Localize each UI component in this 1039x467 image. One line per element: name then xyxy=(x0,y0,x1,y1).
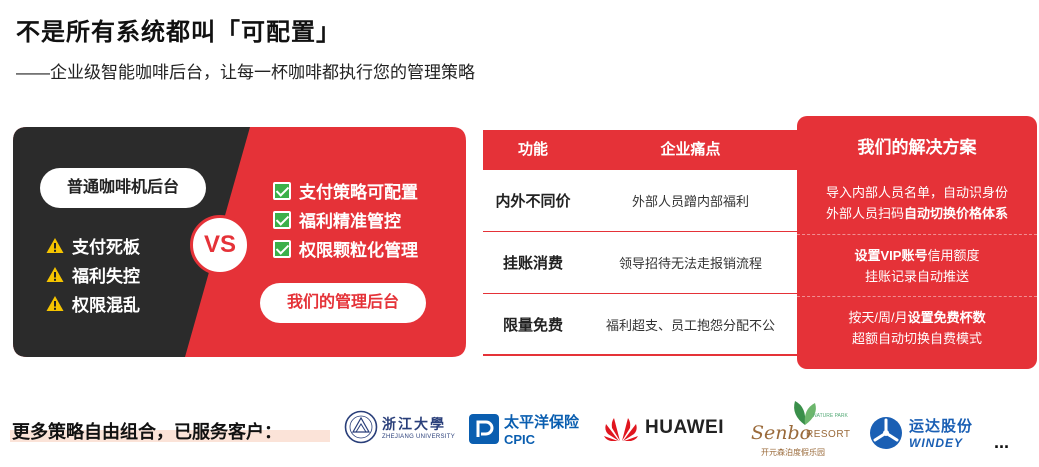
logo-subtext: RESORT xyxy=(806,429,851,440)
solution-highlight: 设置VIP账号 xyxy=(854,247,928,263)
logo-text: 浙江大學 xyxy=(382,417,446,433)
solution-text: 外部人员扫码 xyxy=(825,206,904,221)
pain-cell: 领导招待无法走报销流程 xyxy=(618,256,762,271)
solution-highlight: 设置免费杯数 xyxy=(907,309,986,325)
page-subtitle: ——企业级智能咖啡后台，让每一杯咖啡都执行您的管理策略 xyxy=(16,63,475,82)
pain-cell: 福利超支、员工抱怨分配不公 xyxy=(605,317,775,333)
feature-cell: 内外不同价 xyxy=(495,193,571,210)
list-item: 福利失控 xyxy=(46,260,140,289)
logo-subtext: WINDEY xyxy=(909,436,963,450)
solution-line: 超额自动切换自费模式 xyxy=(851,330,982,346)
page-title: 不是所有系统都叫「可配置」 xyxy=(16,19,341,46)
cpic-wordmark: 太平洋保险 CPIC xyxy=(504,411,579,447)
windey-logo: 运达股份 WINDEY xyxy=(869,415,973,450)
table-row: 内外不同价 外部人员蹭内部福利 xyxy=(483,170,798,232)
solution-cell: 按天/周/月设置免费杯数 超额自动切换自费模式 xyxy=(797,296,1037,358)
logo-text: 太平洋保险 xyxy=(504,414,580,431)
feature-text: 福利精准管控 xyxy=(299,212,401,231)
logo-text: HUAWEI xyxy=(645,417,724,438)
solution-title: 我们的解决方案 xyxy=(857,138,977,157)
list-item: 福利精准管控 xyxy=(273,205,418,234)
windey-emblem-icon xyxy=(870,416,902,449)
logo-subtext: NATURE PARK xyxy=(813,413,848,419)
solution-line: 设置VIP账号信用额度 xyxy=(855,245,980,266)
list-item: 支付死板 xyxy=(46,231,140,260)
feature-cell: 挂账消费 xyxy=(502,255,563,272)
table-header: 功能 企业痛点 xyxy=(483,130,798,170)
feature-table: 功能 企业痛点 内外不同价 外部人员蹭内部福利 挂账消费 领导招待无法走报销流程… xyxy=(483,130,798,356)
label-highlight xyxy=(10,430,330,442)
solution-line: 外部人员扫码自动切换价格体系 xyxy=(826,203,1008,224)
solution-column: 我们的解决方案 导入内部人员名单，自动识身份 外部人员扫码自动切换价格体系 设置… xyxy=(797,116,1037,369)
list-item: 权限颗粒化管理 xyxy=(273,234,418,263)
checkmark-icon xyxy=(273,181,291,200)
cpic-emblem-icon xyxy=(469,414,499,444)
list-item: 权限混乱 xyxy=(46,289,140,318)
huawei-flower-icon xyxy=(604,418,638,441)
solution-text: 信用额度 xyxy=(927,247,980,263)
warning-icon xyxy=(46,296,64,311)
clients-label: 更多策略自由组合，已服务客户： xyxy=(12,422,282,442)
checkmark-icon xyxy=(273,210,291,229)
warning-icon xyxy=(46,267,64,282)
logo-subtext: CPIC xyxy=(504,432,536,447)
logo-text: 运达股份 xyxy=(909,418,974,435)
solution-highlight: 自动切换价格体系 xyxy=(904,206,1009,221)
problem-text: 权限混乱 xyxy=(72,296,140,315)
university-seal-icon xyxy=(344,410,378,444)
solution-line: 挂账记录自动推送 xyxy=(864,268,969,284)
checkmark-icon xyxy=(273,239,291,258)
zhejiang-university-logo: 浙江大學 ZHEJIANG UNIVERSITY xyxy=(344,410,455,444)
windey-wordmark: 运达股份 WINDEY xyxy=(909,415,973,450)
feature-text: 权限颗粒化管理 xyxy=(299,241,418,260)
warning-icon xyxy=(46,238,64,253)
our-backend-label: 我们的管理后台 xyxy=(260,283,426,323)
list-item: 支付策略可配置 xyxy=(273,176,418,205)
logo-text: Senbo xyxy=(751,422,812,444)
solution-cell: 导入内部人员名单，自动识身份 外部人员扫码自动切换价格体系 xyxy=(797,172,1037,234)
compare-panel: 普通咖啡机后台 支付死板 福利失控 权限混乱 VS 支付策略可配置 福利精准管控… xyxy=(13,127,466,357)
leaf-icon xyxy=(794,401,816,425)
senbo-resort-logo: NATURE PARK Senbo RESORT 开元森泊度假乐园 xyxy=(751,397,855,461)
huawei-logo: HUAWEI xyxy=(603,414,724,442)
our-features-list: 支付策略可配置 福利精准管控 权限颗粒化管理 xyxy=(273,176,418,263)
feature-cell: 限量免费 xyxy=(502,316,563,334)
column-header-pain: 企业痛点 xyxy=(660,141,721,158)
table-row: 限量免费 福利超支、员工抱怨分配不公 xyxy=(483,294,798,356)
logo-subtext: 开元森泊度假乐园 xyxy=(761,448,825,457)
feature-text: 支付策略可配置 xyxy=(299,183,418,202)
more-clients-ellipsis: ... xyxy=(994,432,1010,452)
ordinary-backend-label: 普通咖啡机后台 xyxy=(40,168,206,208)
university-wordmark: 浙江大學 ZHEJIANG UNIVERSITY xyxy=(382,414,455,440)
vs-badge: VS xyxy=(190,215,250,275)
solution-text: 按天/周/月 xyxy=(848,309,908,325)
column-header-feature: 功能 xyxy=(517,141,548,158)
pain-cell: 外部人员蹭内部福利 xyxy=(631,194,749,209)
solution-line: 按天/周/月设置免费杯数 xyxy=(848,307,985,328)
solution-line: 导入内部人员名单，自动识身份 xyxy=(825,185,1008,200)
solution-cell: 设置VIP账号信用额度 挂账记录自动推送 xyxy=(797,234,1037,296)
problem-text: 支付死板 xyxy=(72,238,140,257)
ordinary-problems-list: 支付死板 福利失控 权限混乱 xyxy=(46,231,140,318)
problem-text: 福利失控 xyxy=(72,267,140,286)
cpic-logo: 太平洋保险 CPIC xyxy=(468,411,579,447)
logo-subtext: ZHEJIANG UNIVERSITY xyxy=(382,434,456,440)
table-row: 挂账消费 领导招待无法走报销流程 xyxy=(483,232,798,294)
